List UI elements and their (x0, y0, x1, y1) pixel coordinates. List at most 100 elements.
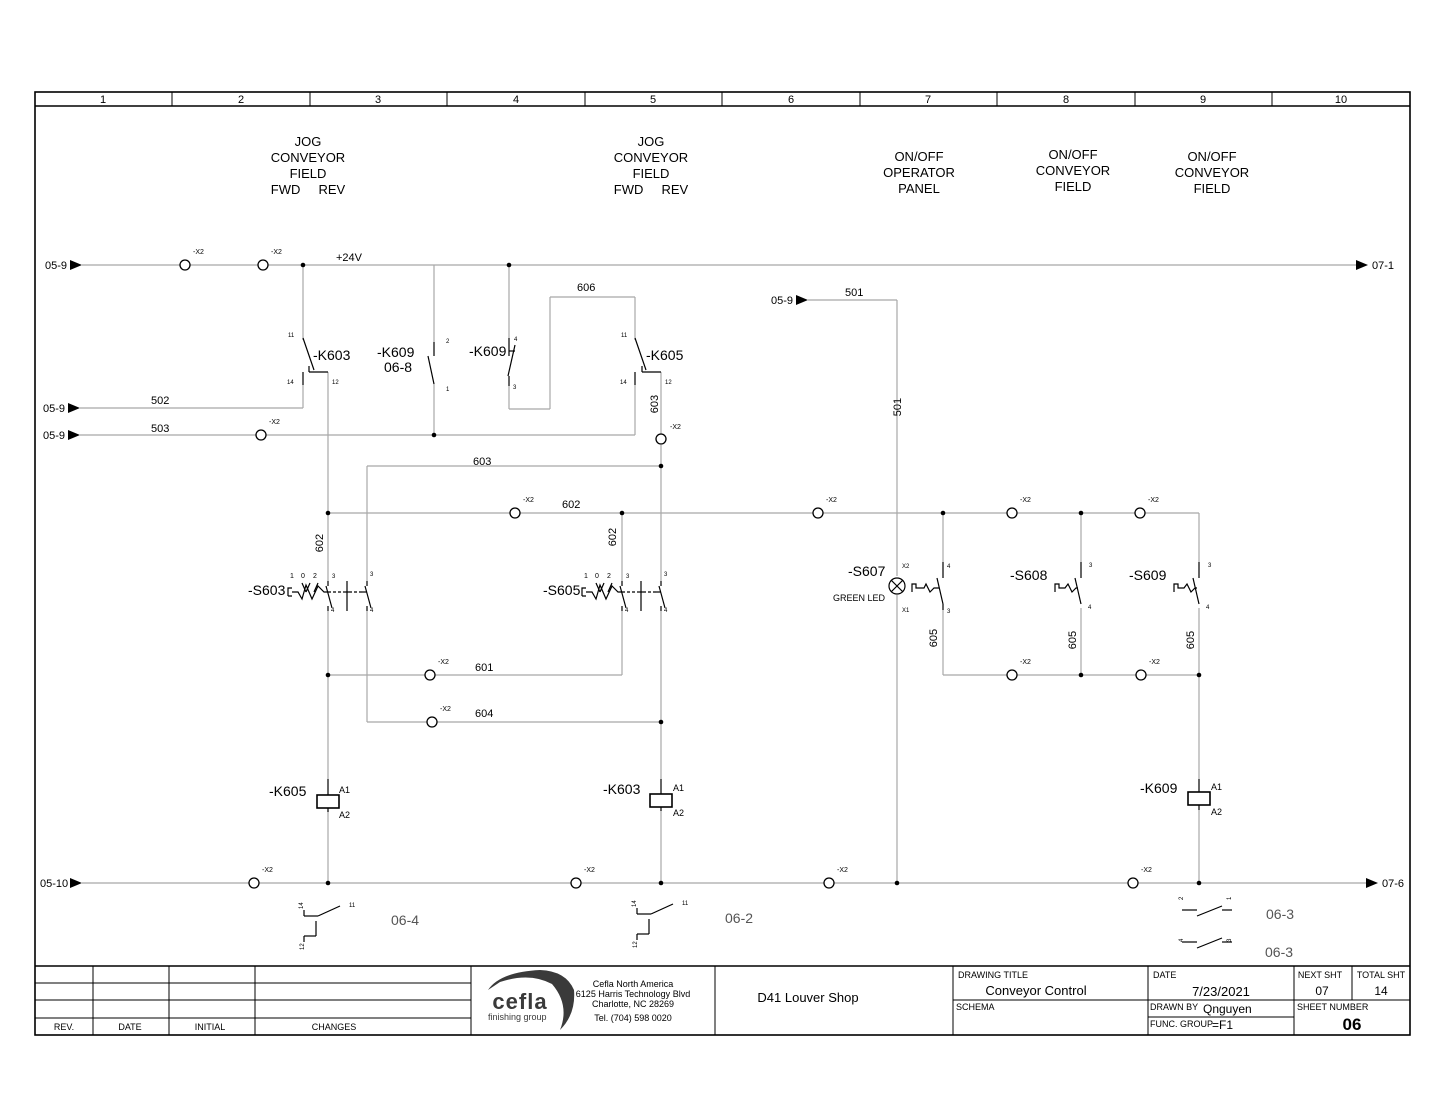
svg-text:-X2: -X2 (837, 867, 848, 874)
wire-602-vertical-a: 602 (314, 534, 326, 552)
svg-text:PANEL: PANEL (898, 181, 940, 196)
total-sheets-label: TOTAL SHT (1357, 970, 1406, 980)
svg-text:1: 1 (1227, 896, 1233, 900)
svg-text:3: 3 (332, 574, 336, 580)
s609-pushbutton: 3 4 -S609 (1129, 562, 1212, 611)
svg-text:14: 14 (632, 900, 638, 907)
svg-text:-X2: -X2 (438, 659, 449, 666)
terminal (1134, 507, 1146, 519)
svg-text:-X2: -X2 (826, 497, 837, 504)
contact-ref-2: 06-2 (725, 910, 753, 926)
sheet-number: 06 (1343, 1015, 1362, 1034)
contact-ref-3: 06-3 (1266, 906, 1294, 922)
contact-ref-k609: 2 1 4 3 06-3 06-3 (1179, 896, 1294, 960)
svg-text:A1: A1 (1211, 782, 1222, 792)
project-name: D41 Louver Shop (757, 990, 858, 1005)
contact-ref-k605: 14 11 12 06-4 (299, 902, 419, 950)
drawing-title-label: DRAWING TITLE (958, 970, 1028, 980)
svg-text:3: 3 (626, 574, 630, 580)
svg-text:A1: A1 (339, 785, 350, 795)
s605-label: -S605 (543, 582, 581, 598)
terminal (1006, 669, 1018, 681)
k609-contact-label: -K609 (377, 344, 415, 360)
svg-text:FIELD: FIELD (1055, 179, 1092, 194)
k605-coil-label: -K605 (269, 783, 307, 799)
func-group-label: FUNC. GROUP (1150, 1019, 1213, 1029)
k609-contact-no: 2 1 -K609 06-8 (377, 339, 450, 393)
changes-header: CHANGES (312, 1022, 357, 1032)
drawn-by-label: DRAWN BY (1150, 1002, 1198, 1012)
svg-text:FWD REV: FWD REV (271, 182, 346, 197)
wire-605-a: 605 (928, 629, 940, 647)
wire-601: 601 (475, 662, 493, 674)
svg-text:2: 2 (446, 339, 450, 345)
wire-501: 501 (845, 287, 863, 299)
k605-contact: 11 14 12 -K605 (620, 333, 684, 386)
company-name: Cefla North America (593, 979, 674, 989)
svg-text:A2: A2 (673, 808, 684, 818)
grid-col-9: 9 (1200, 94, 1206, 106)
s607-pushbutton: X2 X1 4 3 -S607 GREEN LED (833, 562, 951, 615)
svg-text:11: 11 (288, 333, 295, 339)
wire-605-b: 605 (1067, 631, 1079, 649)
svg-text:2: 2 (1179, 896, 1185, 900)
k605-coil: A1 A2 -K605 (269, 779, 350, 820)
wire-603: 603 (473, 456, 491, 468)
k603-coil-label: -K603 (603, 781, 641, 797)
terminal (1135, 669, 1147, 681)
svg-text:-X2: -X2 (1141, 867, 1152, 874)
grid-col-2: 2 (238, 94, 244, 106)
s605-selector: 1 0 2 3 3 4 4 -S605 (543, 572, 668, 614)
k609-coil-label: -K609 (1140, 780, 1178, 796)
svg-text:11: 11 (621, 333, 628, 339)
svg-text:-X2: -X2 (262, 867, 273, 874)
company-address-2: Charlotte, NC 28269 (592, 999, 674, 1009)
rev-header: REV. (54, 1022, 74, 1032)
company-address-1: 6125 Harris Technology Blvd (576, 989, 690, 999)
k609-contact-ref: 06-8 (384, 359, 412, 375)
svg-text:CONVEYOR: CONVEYOR (614, 150, 688, 165)
terminal (426, 716, 438, 728)
total-sheets: 14 (1374, 984, 1388, 998)
svg-text:12: 12 (332, 380, 339, 386)
terminal (823, 877, 835, 889)
svg-text:-X2: -X2 (584, 867, 595, 874)
grid-col-6: 6 (788, 94, 794, 106)
svg-text:14: 14 (287, 380, 294, 386)
svg-text:4: 4 (664, 608, 668, 614)
svg-text:FIELD: FIELD (1194, 181, 1231, 196)
company-phone: Tel. (704) 598 0020 (594, 1013, 672, 1023)
grid-col-3: 3 (375, 94, 381, 106)
func-group: =F1 (1212, 1018, 1233, 1032)
wires (80, 264, 1368, 884)
wire-606: 606 (577, 282, 595, 294)
xref-top-out: 07-1 (1372, 260, 1394, 272)
svg-text:4: 4 (331, 608, 335, 614)
svg-text:3: 3 (664, 572, 668, 578)
svg-text:cefla: cefla (492, 989, 547, 1014)
heading-jog-2: JOG CONVEYOR FIELD FWD REV (614, 134, 689, 197)
wire-602: 602 (562, 499, 580, 511)
svg-text:4: 4 (370, 608, 374, 614)
s607-led-label: GREEN LED (833, 593, 886, 603)
k609-coil: A1 A2 -K609 (1140, 779, 1222, 817)
sheet-number-label: SHEET NUMBER (1297, 1002, 1369, 1012)
grid-header: 1 2 3 4 5 6 7 8 9 10 (100, 92, 1347, 106)
svg-text:3: 3 (513, 385, 517, 391)
grid-col-8: 8 (1063, 94, 1069, 106)
svg-text:FIELD: FIELD (290, 166, 327, 181)
initial-header: INITIAL (195, 1022, 226, 1032)
off-sheet-arrows: 05-9 07-1 05-10 07-6 05-9 05-9 05-9 (40, 260, 1404, 890)
svg-text:A2: A2 (1211, 807, 1222, 817)
schema-label: SCHEMA (956, 1002, 995, 1012)
drawing-title: Conveyor Control (985, 983, 1086, 998)
contact-ref-4: 06-3 (1265, 944, 1293, 960)
svg-text:-X2: -X2 (269, 419, 280, 426)
svg-text:A1: A1 (673, 783, 684, 793)
wire-603-vertical: 603 (649, 395, 661, 413)
wire-numbers: +24V 501 501 502 503 606 603 603 602 602… (151, 252, 1197, 720)
heading-conveyor-field-2: ON/OFF CONVEYOR FIELD (1175, 149, 1249, 196)
terminal (257, 259, 269, 271)
svg-text:-X2: -X2 (1020, 497, 1031, 504)
